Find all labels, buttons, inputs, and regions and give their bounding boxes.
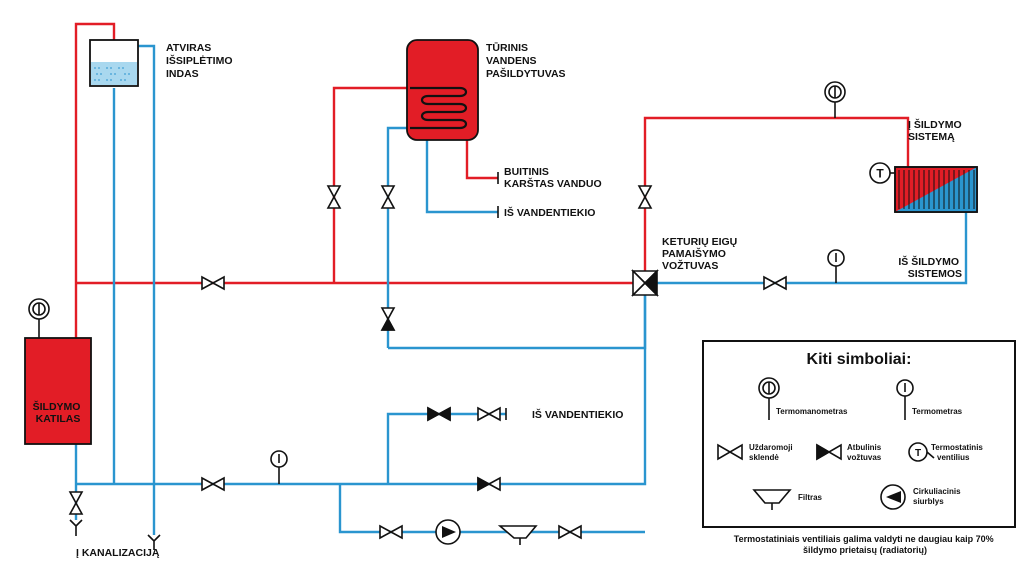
legend-shutoff-valve-icon — [717, 443, 743, 461]
thermomanometer-boiler — [28, 298, 50, 338]
legend-thermostatic-label: Termostatinis ventilius — [931, 443, 985, 462]
heater-coil-return — [386, 126, 410, 348]
expansion-tank-line-1: ATVIRAS — [166, 42, 211, 54]
thermostatic-valve-radiator — [869, 162, 895, 184]
note-line-2: šildymo prietaisų (radiatorių) — [803, 545, 927, 555]
thermometer-return — [827, 249, 845, 283]
boiler-line-2: KATILAS — [36, 413, 81, 425]
boiler-label: ŠILDYMO KATILAS — [33, 400, 84, 425]
legend-pump-icon — [880, 484, 906, 510]
legend-shutoff-label: Uždaromoji sklendė — [749, 443, 795, 462]
to-heating-line-2: SISTEMĄ — [908, 131, 955, 143]
from-heating-line-2: SISTEMOS — [908, 268, 962, 280]
legend-thermometer-icon — [896, 379, 914, 420]
expansion-tank-line-3: INDAS — [166, 68, 199, 80]
boiler-line-1: ŠILDYMO — [33, 400, 81, 413]
legend-thermomanometer-label: Termomanometras — [776, 407, 848, 416]
legend-pump-label: Cirkuliacinis siurblys — [913, 487, 963, 506]
to-sewer-label: Į KANALIZACIJĄ — [76, 547, 160, 559]
expansion-tank-label: ATVIRAS IŠSIPLĖTIMO INDAS — [166, 42, 235, 80]
thermomanometer-supply — [824, 81, 846, 118]
legend-thermometer-label: Termometras — [912, 407, 963, 416]
hot-water-outlet — [465, 138, 498, 180]
thermometer-boiler-return — [270, 450, 288, 484]
shutoff-valves-horizontal — [201, 275, 787, 540]
note: Termostatiniais ventiliais galima valdyt… — [734, 534, 996, 555]
tank-overflow-line — [138, 44, 156, 535]
four-way-valve-label: KETURIŲ EIGŲ PAMAIŠYMO VOŽTUVAS — [662, 236, 740, 272]
radiator — [894, 166, 978, 213]
legend-thermostatic-valve-icon — [908, 442, 935, 462]
cold-water-inlet — [425, 138, 498, 214]
hot-water-line-2: KARŠTAS VANDUO — [504, 177, 602, 190]
boiler-return-main — [76, 283, 647, 486]
four-way-mixing-valve — [631, 269, 659, 297]
from-heating-system-label: IŠ ŠILDYMO SISTEMOS — [898, 255, 962, 280]
from-heating-line-1: IŠ ŠILDYMO — [898, 255, 959, 268]
supply-to-heater-coil — [332, 86, 410, 283]
legend-check-valve-icon — [816, 443, 842, 461]
four-way-line-1: KETURIŲ EIGŲ — [662, 236, 737, 248]
note-line-1: Termostatiniais ventiliais galima valdyt… — [734, 534, 994, 544]
from-water-supply-top-label: IŠ VANDENTIEKIO — [504, 206, 595, 219]
water-heater-label: TŪRINIS VANDENS PAŠILDYTUVAS — [486, 42, 566, 80]
filter — [497, 525, 538, 545]
four-way-line-3: VOŽTUVAS — [662, 259, 718, 272]
four-way-line-2: PAMAIŠYMO — [662, 247, 726, 260]
expansion-tank — [89, 39, 139, 87]
boiler — [24, 337, 92, 445]
hot-water-label: BUITINIS KARŠTAS VANDUO — [504, 166, 602, 190]
to-heating-system-label: Į ŠILDYMO SISTEMĄ — [908, 118, 965, 143]
to-heating-line-1: Į ŠILDYMO — [908, 118, 962, 131]
thermostatic-symbol: T — [876, 167, 884, 181]
legend-check-valve-label: Atbulinis vožtuvas — [847, 443, 883, 462]
pump-bypass-line — [338, 484, 645, 534]
legend-filter-label: Filtras — [798, 493, 823, 502]
makeup-water-branch — [386, 412, 506, 484]
mixing-return-line — [388, 283, 647, 350]
water-heater — [406, 39, 479, 141]
legend: Kiti simboliai: Termomanometras Termomet… — [702, 340, 1016, 528]
drain-funnel-icon — [69, 519, 83, 536]
legend-thermostatic-symbol: T — [915, 448, 921, 459]
hot-water-line-1: BUITINIS — [504, 166, 549, 178]
water-heater-line-2: VANDENS — [486, 55, 537, 67]
legend-filter-icon — [752, 489, 792, 510]
water-heater-line-3: PAŠILDYTUVAS — [486, 67, 566, 80]
circulation-pump — [435, 519, 461, 545]
supply-riser-to-tank — [74, 22, 116, 338]
from-water-supply-bottom-label: IŠ VANDENTIEKIO — [532, 408, 623, 421]
expansion-tank-line-2: IŠSIPLĖTIMO — [166, 54, 233, 67]
return-from-heating — [657, 210, 968, 285]
legend-thermomanometer-icon — [758, 377, 780, 420]
shutoff-valves-vertical — [68, 185, 653, 515]
check-valve-vertical — [380, 307, 396, 331]
check-valves-horizontal — [427, 406, 501, 492]
overflow-funnel-icon — [147, 534, 161, 550]
water-heater-line-1: TŪRINIS — [486, 42, 528, 54]
legend-title: Kiti simboliai: — [807, 351, 912, 368]
